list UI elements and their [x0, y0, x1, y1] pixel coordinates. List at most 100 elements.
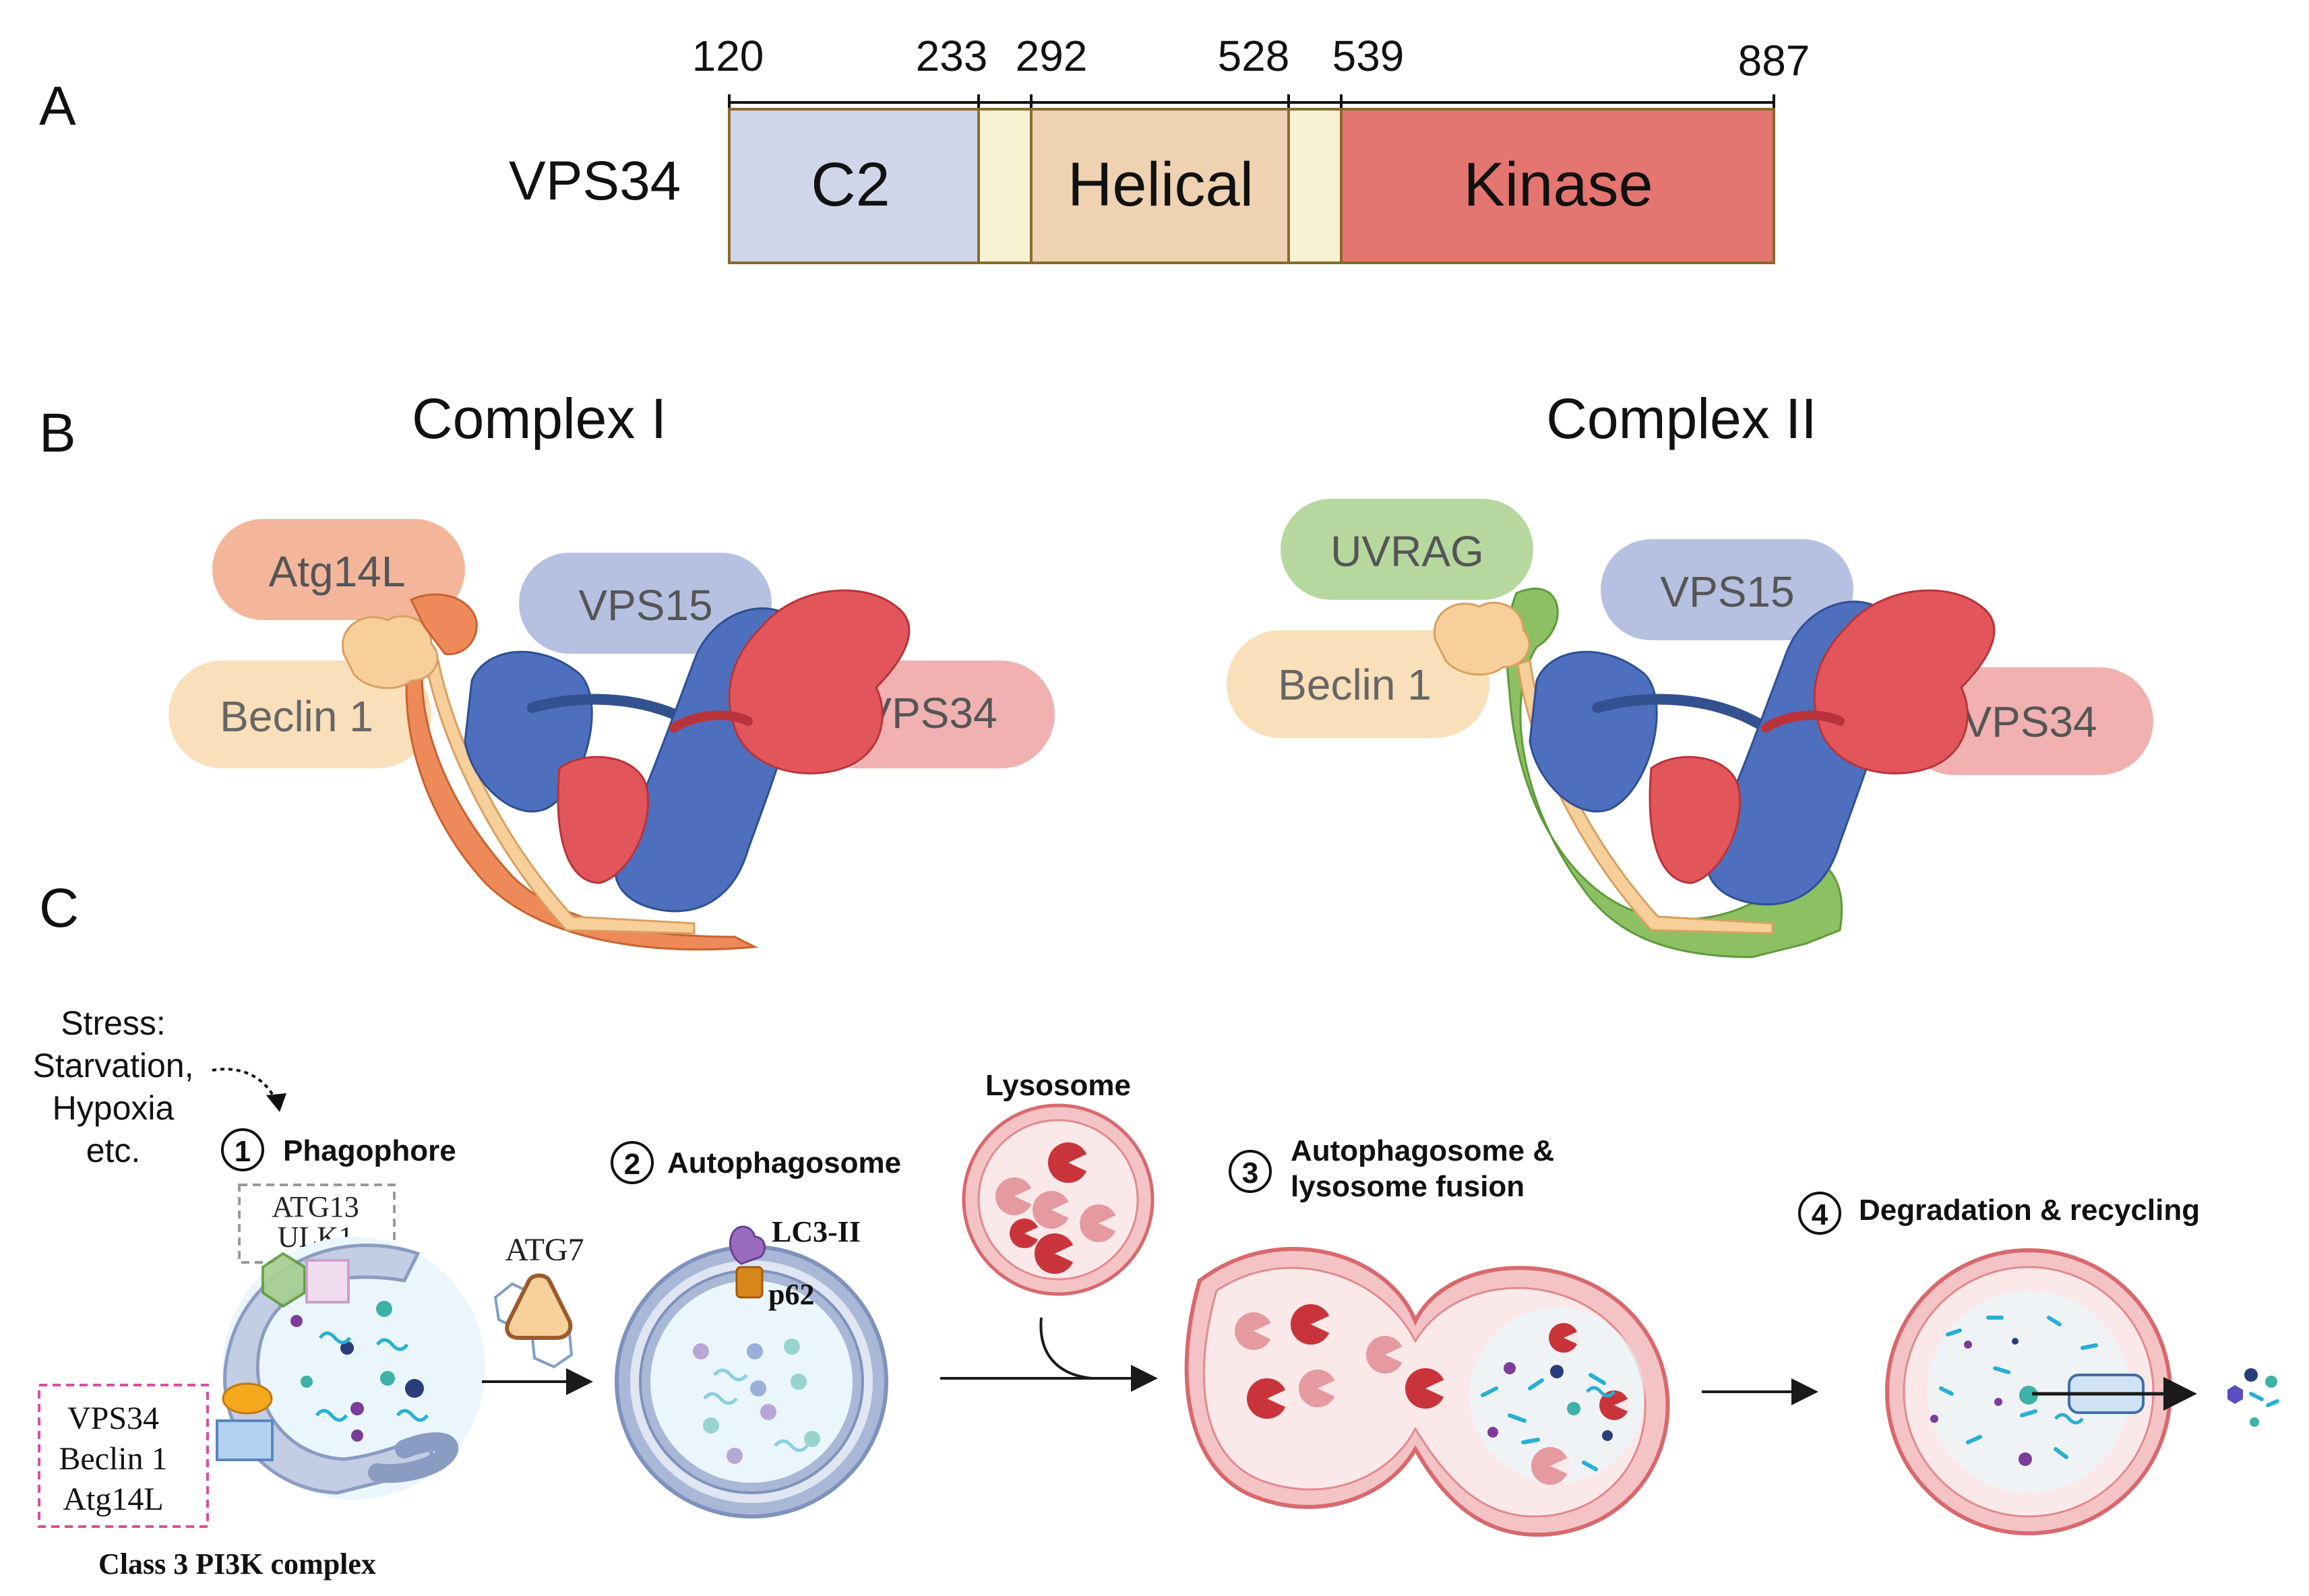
lysosome-label: Lysosome — [985, 1069, 1131, 1102]
pi3k-complex-caption: Class 3 PI3K complex — [98, 1547, 376, 1580]
vps34-c2-domain-2 — [1649, 756, 1741, 884]
pi3k-atg14l-label: Atg14L — [63, 1481, 163, 1517]
stress-line-1: Stress: — [61, 1004, 166, 1042]
complex-2-title: Complex II — [1546, 387, 1816, 450]
domain-map-protein-label: VPS34 — [509, 150, 681, 212]
cargo-particle — [791, 1374, 807, 1390]
atg7-label: ATG7 — [505, 1232, 584, 1268]
cargo-particle — [784, 1339, 800, 1355]
cargo-particle — [693, 1343, 709, 1359]
vps34-label: VPS34 — [863, 689, 997, 737]
beclin1-pill — [168, 661, 431, 768]
step-3-badge — [1229, 1150, 1272, 1193]
cargo-particle — [340, 1341, 354, 1355]
cargo-fiber — [774, 1439, 809, 1452]
pi3k-beclin1-label: Beclin 1 — [59, 1441, 167, 1477]
tick-label-120: 120 — [692, 32, 764, 80]
cargo-particle — [301, 1376, 313, 1388]
lc3-ii-protein — [729, 1225, 766, 1265]
complex-1: Complex I Atg14L VPS15 Beclin 1 VPS34 — [168, 387, 1055, 951]
panel-label-a: A — [39, 75, 76, 137]
tick-label-292: 292 — [1016, 32, 1088, 80]
step-3-label-line1: Autophagosome & — [1291, 1134, 1554, 1167]
phagophore-cargo — [290, 1301, 429, 1442]
beclin1-head — [342, 615, 439, 689]
fusion-cargo-zone — [1469, 1308, 1644, 1483]
lysosome-enzyme — [1010, 1219, 1039, 1248]
recycled-particle — [2227, 1385, 2243, 1404]
cargo-particle — [350, 1402, 364, 1415]
beclin1-label: Beclin 1 — [220, 692, 373, 741]
fusion-enzyme — [1235, 1312, 1272, 1350]
step-4: 4 Degradation & recycling — [1798, 1192, 2279, 1535]
cargo-particle — [376, 1301, 392, 1317]
stress-arrow — [212, 1068, 278, 1103]
fragment-dot — [1994, 1398, 2002, 1406]
cargo-particle — [727, 1448, 743, 1464]
recycled-particle — [2244, 1368, 2258, 1382]
vps34-label-2: VPS34 — [1963, 698, 2097, 746]
cargo-particle — [703, 1417, 719, 1434]
atg7-group: ATG7 — [493, 1232, 584, 1369]
lysosome-enzyme — [1048, 1142, 1088, 1183]
fragment-dot — [1930, 1415, 1938, 1423]
cargo-particle — [380, 1371, 395, 1386]
step-2-label: Autophagosome — [667, 1146, 901, 1179]
fragment-dot — [1964, 1341, 1972, 1349]
atg14l-strand — [405, 618, 759, 951]
fusion-enzyme — [1247, 1378, 1287, 1419]
fusion-enzyme — [1549, 1323, 1578, 1353]
vps15-pill — [519, 553, 772, 654]
domain-helical — [1030, 108, 1290, 264]
lysosome-enzyme — [1080, 1204, 1117, 1242]
autophagosome-cargo — [693, 1339, 820, 1464]
cargo-particle — [804, 1431, 820, 1447]
tick-label-539: 539 — [1332, 32, 1405, 80]
atg7-triangle — [505, 1273, 573, 1340]
domain-helical-label: Helical — [1068, 150, 1254, 219]
domain-c2 — [728, 108, 980, 264]
cargo-particle — [747, 1343, 763, 1359]
recycled-particle — [2265, 1376, 2277, 1388]
vps34-c2-domain — [557, 756, 649, 884]
vps34-linker — [669, 710, 753, 733]
step-4-number: 4 — [1812, 1198, 1828, 1231]
domain-linker-2 — [1287, 108, 1343, 264]
vps34-linker-2 — [1761, 710, 1845, 733]
degradation-fragments — [1930, 1316, 2098, 1466]
beclin1-pill-2 — [1227, 630, 1489, 738]
recycled-particle — [2250, 1417, 2259, 1427]
cargo-fiber — [375, 1338, 409, 1351]
p62-protein — [735, 1266, 764, 1299]
beclin1-head-2 — [1434, 601, 1531, 676]
cargo-particle — [405, 1379, 424, 1398]
step-2: 2 Autophagosome LC3-II p62 — [611, 1141, 901, 1518]
atg13-label: ATG13 — [272, 1190, 359, 1223]
panel-label-c: C — [39, 878, 79, 939]
pi3k-complex-box — [38, 1384, 209, 1528]
step-4-badge — [1798, 1192, 1841, 1235]
fusion-enzyme — [1405, 1368, 1446, 1409]
recycled-fragment — [2249, 1392, 2279, 1407]
vps15-helical-domain-2 — [1529, 650, 1658, 813]
domain-kinase-label: Kinase — [1463, 150, 1653, 219]
fragment — [1939, 1316, 2098, 1459]
cargo-particle — [1602, 1430, 1613, 1441]
cargo-particle — [1487, 1427, 1498, 1438]
stress-note: Stress: Starvation, Hypoxia etc. — [32, 1004, 193, 1169]
fusion-enzyme — [1531, 1447, 1569, 1485]
fragment-dot — [2019, 1386, 2038, 1405]
pi3k-vps34-label: VPS34 — [67, 1401, 159, 1436]
fusion-enzyme — [1291, 1304, 1331, 1345]
atg13-hexagon — [261, 1252, 306, 1308]
lysosome-enzyme — [995, 1177, 1033, 1215]
step-2-badge — [611, 1141, 654, 1184]
uvrag-label: UVRAG — [1330, 527, 1484, 576]
ulk1-square — [305, 1259, 350, 1303]
cargo-particle — [1567, 1402, 1580, 1415]
cargo-particle — [750, 1380, 766, 1396]
domain-linker-1 — [977, 108, 1033, 264]
panel-label-b: B — [39, 402, 76, 464]
cargo-particle — [290, 1315, 303, 1327]
cargo-fiber — [1586, 1386, 1615, 1398]
